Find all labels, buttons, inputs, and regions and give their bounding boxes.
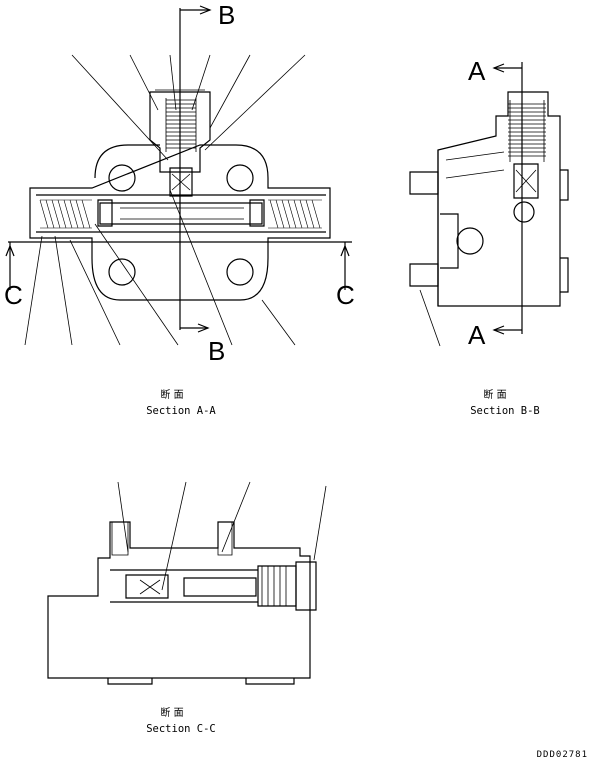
- section-mark-a-bottom: A: [468, 320, 486, 350]
- section-bb-view: A A 断 面 Section B-B: [409, 56, 569, 417]
- section-cc-caption: Section C-C: [146, 723, 216, 735]
- section-bb-caption: Section B-B: [470, 405, 540, 417]
- section-bb-kanji: 断 面: [483, 388, 506, 401]
- section-mark-c-left: C: [4, 280, 23, 310]
- document-id: DDD02781: [537, 750, 588, 760]
- section-aa-kanji: 断 面: [160, 388, 183, 401]
- section-mark-b-top: B: [218, 0, 235, 30]
- section-mark-c-right: C: [336, 280, 355, 310]
- section-cc-kanji: 断 面: [160, 706, 183, 719]
- section-aa-caption: Section A-A: [146, 405, 216, 417]
- section-aa-view: B B C C 断 面 Section A-A: [4, 0, 355, 417]
- section-cc-view: 断 面 Section C-C: [47, 481, 327, 735]
- section-mark-b-bottom: B: [208, 336, 225, 366]
- section-mark-a-top: A: [468, 56, 486, 86]
